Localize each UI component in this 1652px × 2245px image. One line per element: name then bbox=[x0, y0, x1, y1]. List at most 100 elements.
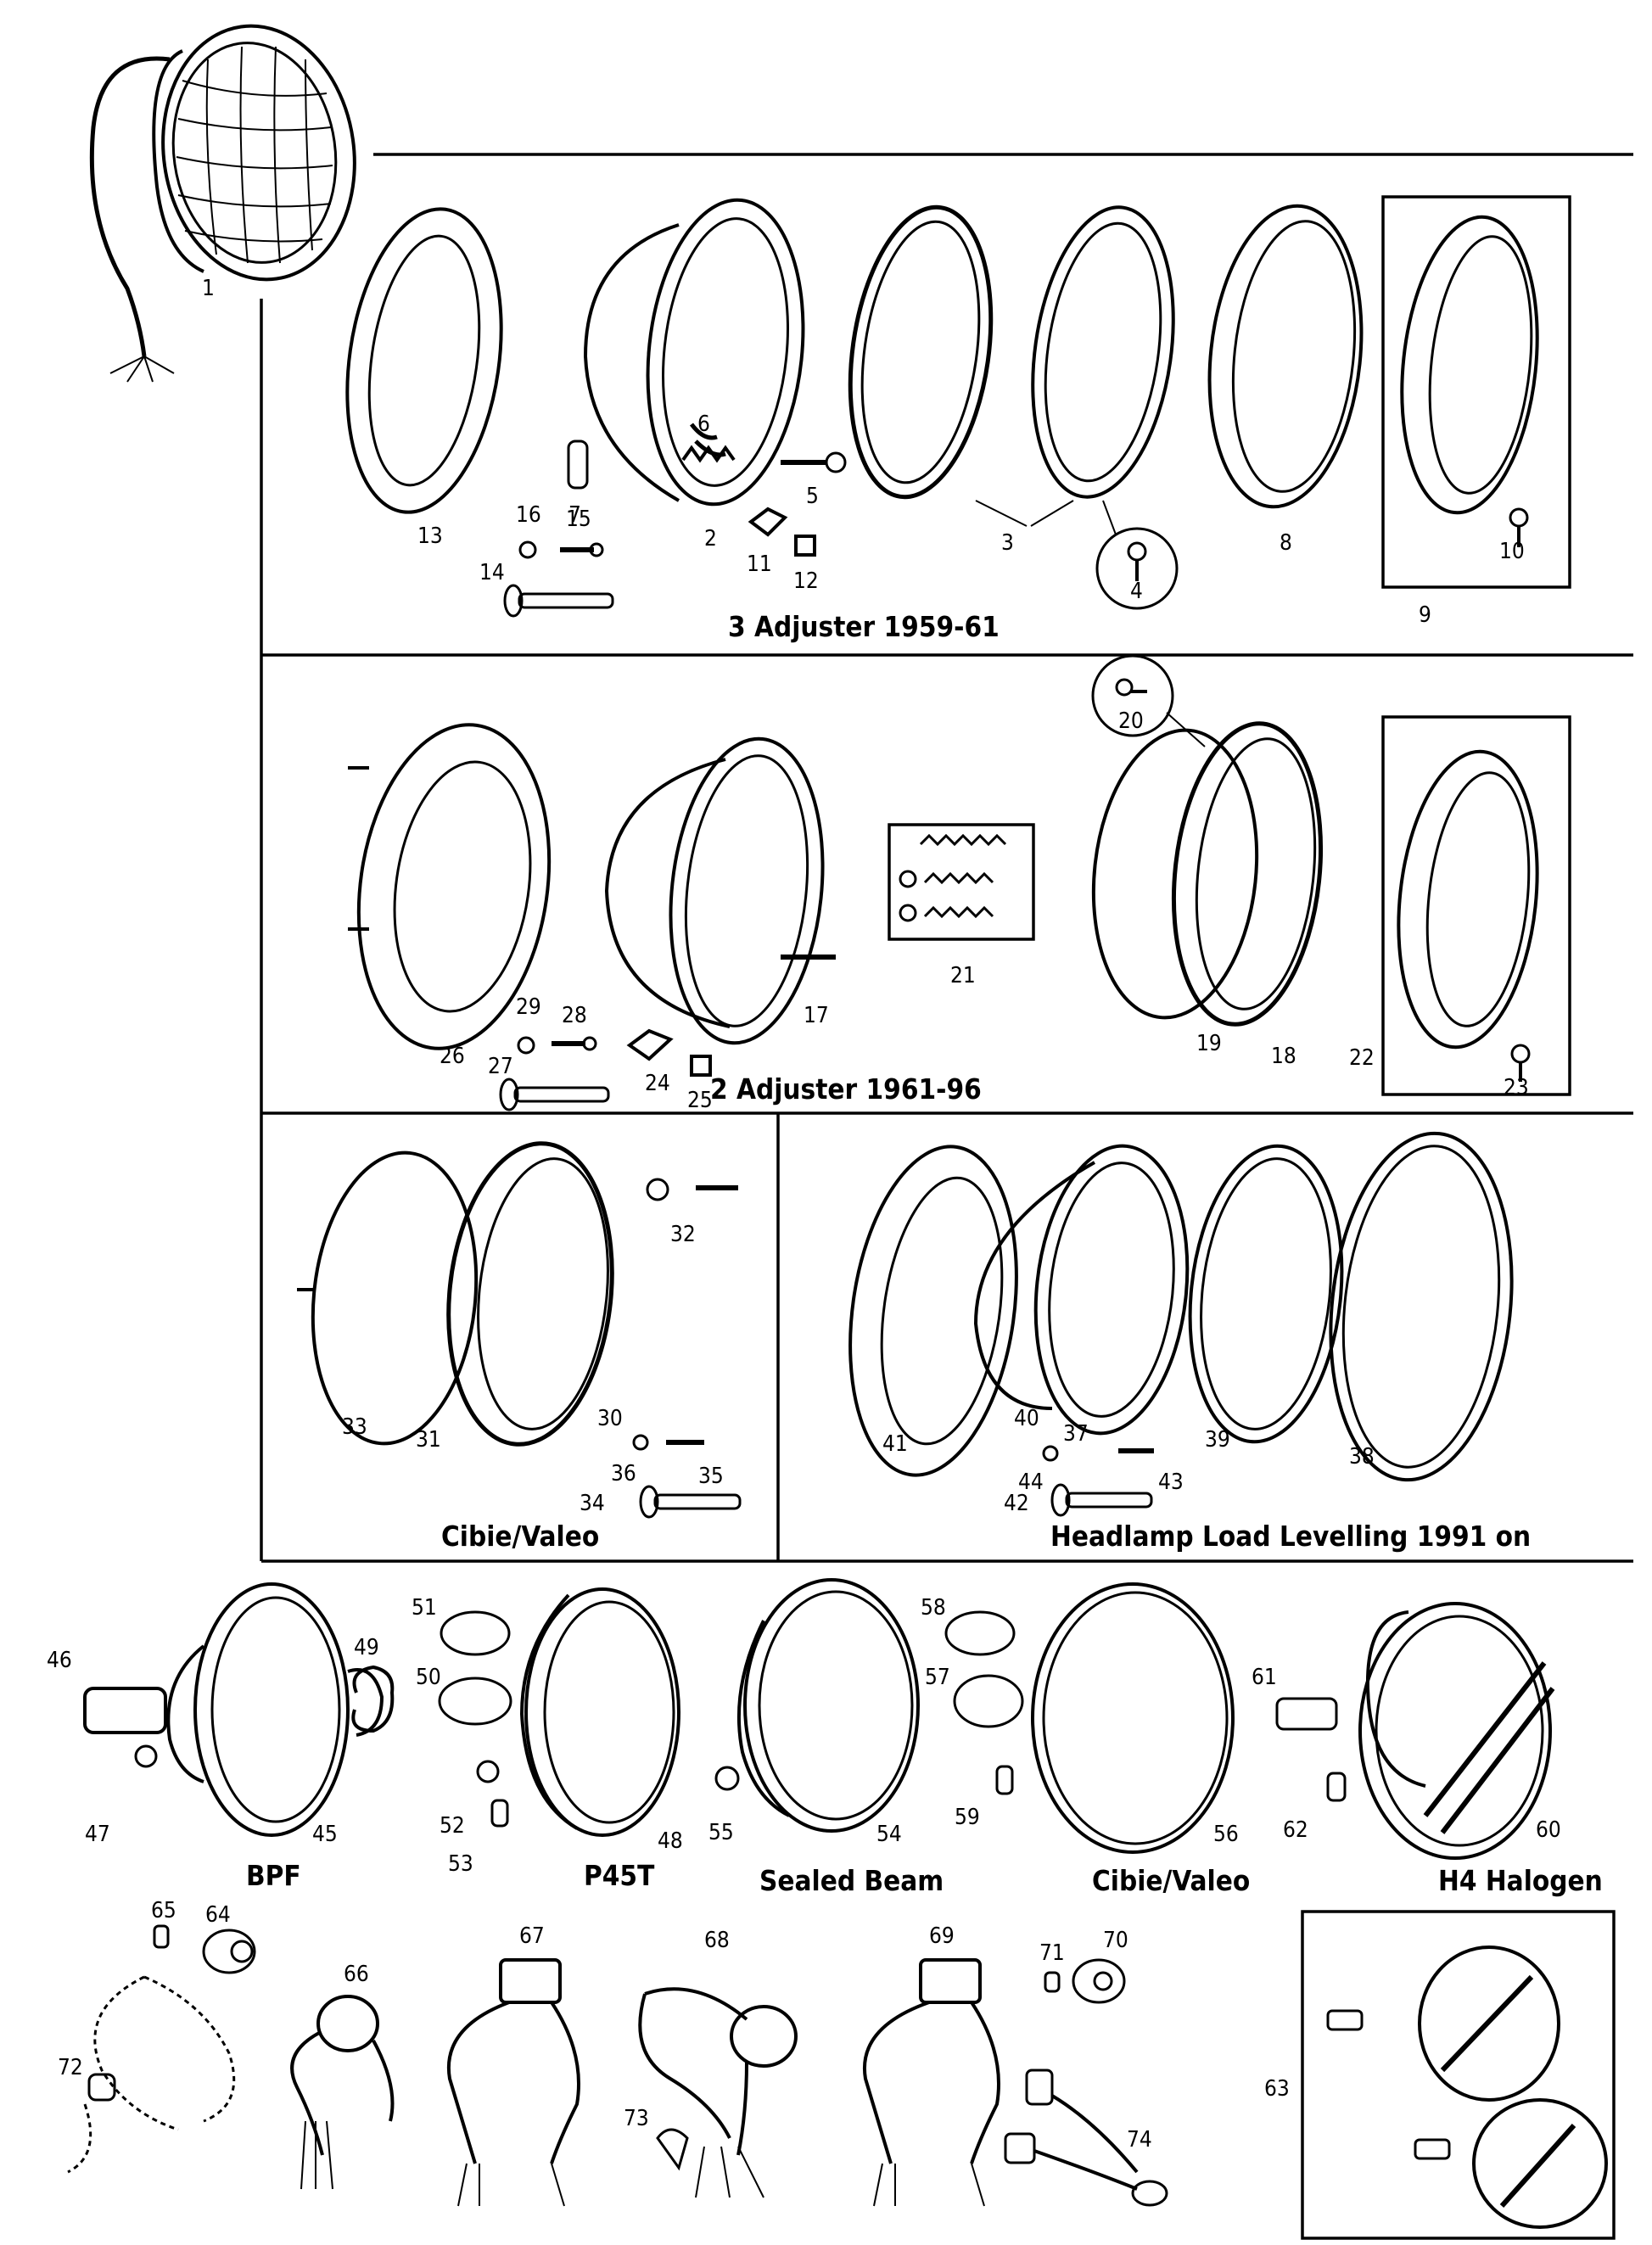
callout-35: 35 bbox=[698, 1464, 724, 1489]
harness-72-icon bbox=[67, 1975, 236, 2174]
rivet-14-icon bbox=[503, 584, 614, 618]
callout-55: 55 bbox=[708, 1820, 734, 1845]
callout-4: 4 bbox=[1130, 579, 1143, 604]
nut-12-icon bbox=[794, 535, 816, 557]
section-2-adjuster bbox=[348, 654, 1539, 1111]
nut-25-icon bbox=[690, 1055, 712, 1077]
gasket-26-icon bbox=[348, 723, 552, 1050]
callout-39: 39 bbox=[1205, 1427, 1230, 1453]
callout-9: 9 bbox=[1419, 602, 1431, 628]
callout-57: 57 bbox=[925, 1665, 950, 1690]
bulb-72-icon bbox=[87, 2073, 116, 2102]
gasket-13-icon bbox=[345, 207, 503, 514]
callout-37: 37 bbox=[1063, 1421, 1089, 1447]
callout-3: 3 bbox=[1001, 530, 1014, 556]
box-part-21 bbox=[888, 823, 1035, 941]
callout-74: 74 bbox=[1127, 2127, 1152, 2153]
bulb-holder-70-icon bbox=[1072, 1958, 1126, 2004]
callout-63: 63 bbox=[1264, 2076, 1290, 2102]
callout-51: 51 bbox=[412, 1595, 437, 1621]
washer-16-icon bbox=[518, 540, 537, 559]
callout-numbers: 1 2 3 4 5 6 7 8 9 10 11 12 13 14 15 16 1… bbox=[47, 276, 1561, 2153]
rim-8-icon bbox=[1207, 204, 1364, 509]
spring-6-icon bbox=[681, 445, 736, 463]
screw-4-icon bbox=[1095, 500, 1179, 610]
caption-p45t: P45T bbox=[584, 1859, 655, 1892]
callout-34: 34 bbox=[580, 1491, 605, 1516]
callout-11: 11 bbox=[747, 551, 772, 577]
callout-58: 58 bbox=[921, 1595, 946, 1621]
pin-7-icon bbox=[567, 439, 589, 490]
callout-25: 25 bbox=[687, 1088, 713, 1113]
callout-22: 22 bbox=[1349, 1045, 1375, 1071]
callout-36: 36 bbox=[611, 1461, 636, 1486]
caption-h4-halogen: H4 Halogen bbox=[1438, 1864, 1603, 1897]
caption-load-levelling: Headlamp Load Levelling 1991 on bbox=[1050, 1520, 1531, 1553]
screw-28-icon bbox=[552, 1036, 597, 1051]
box-63-contents-icon bbox=[1326, 1945, 1608, 2229]
screw-20-icon bbox=[1091, 654, 1206, 747]
callout-49: 49 bbox=[354, 1635, 379, 1660]
callout-8: 8 bbox=[1280, 530, 1292, 556]
callout-42: 42 bbox=[1004, 1491, 1029, 1516]
bulb-holder-65-icon bbox=[153, 1924, 170, 1949]
rim-22-icon bbox=[1397, 749, 1539, 1082]
callout-27: 27 bbox=[488, 1054, 513, 1079]
callout-47: 47 bbox=[85, 1822, 110, 1847]
caption-bpf: BPF bbox=[246, 1859, 301, 1892]
callout-2: 2 bbox=[704, 526, 717, 551]
callout-62: 62 bbox=[1283, 1817, 1308, 1843]
callout-16: 16 bbox=[516, 502, 541, 528]
light-unit-p45t-icon bbox=[438, 1587, 680, 1837]
light-unit-h4-halogen-icon bbox=[1275, 1602, 1555, 1860]
clip-24-icon bbox=[626, 1028, 674, 1061]
callout-10: 10 bbox=[1499, 539, 1525, 564]
callout-5: 5 bbox=[806, 484, 819, 509]
light-unit-sealed-beam-icon bbox=[714, 1578, 920, 1833]
box-part-22 bbox=[1381, 715, 1571, 1096]
callout-61: 61 bbox=[1252, 1665, 1277, 1690]
light-unit-bpf-icon bbox=[83, 1582, 384, 1837]
callout-45: 45 bbox=[312, 1822, 338, 1847]
callout-14: 14 bbox=[479, 560, 505, 585]
callout-31: 31 bbox=[416, 1427, 441, 1453]
callout-1: 1 bbox=[202, 276, 215, 301]
clip-11-icon bbox=[748, 507, 788, 537]
callout-54: 54 bbox=[876, 1822, 902, 1847]
callout-68: 68 bbox=[704, 1928, 730, 1953]
headlamp-assembly-icon bbox=[89, 24, 356, 383]
box-part-63 bbox=[1301, 1910, 1616, 2240]
washer-29-icon bbox=[517, 1036, 535, 1055]
callout-56: 56 bbox=[1213, 1822, 1239, 1847]
clip-49-icon bbox=[351, 1665, 395, 1733]
light-units-row bbox=[83, 1578, 1555, 1860]
harness-66-icon bbox=[290, 1995, 395, 2190]
caption-3-adjuster: 3 Adjuster 1959-61 bbox=[728, 610, 1000, 643]
shell-2-icon bbox=[583, 198, 805, 507]
screw-5-icon bbox=[781, 451, 847, 473]
shell-17-icon bbox=[604, 736, 836, 1045]
captions: 3 Adjuster 1959-61 2 Adjuster 1961-96 Ci… bbox=[246, 610, 1603, 1897]
callout-59: 59 bbox=[955, 1805, 980, 1830]
callout-73: 73 bbox=[624, 2106, 649, 2131]
section-cibie-valeo-unit bbox=[297, 1141, 742, 1519]
spring-kit-21-icon bbox=[899, 833, 1007, 922]
callout-19: 19 bbox=[1196, 1031, 1222, 1056]
caption-cibie-valeo-light: Cibie/Valeo bbox=[1092, 1864, 1250, 1897]
callout-50: 50 bbox=[416, 1665, 441, 1690]
callout-21: 21 bbox=[950, 963, 976, 988]
box-part-9 bbox=[1381, 195, 1571, 589]
bulb-71-icon bbox=[1044, 1971, 1061, 1993]
callout-38: 38 bbox=[1349, 1444, 1375, 1470]
callout-64: 64 bbox=[205, 1902, 231, 1928]
rivet-42-icon bbox=[1050, 1483, 1153, 1517]
callout-53: 53 bbox=[448, 1851, 473, 1877]
section-load-levelling bbox=[848, 1131, 1514, 1517]
callout-67: 67 bbox=[519, 1923, 545, 1949]
callout-40: 40 bbox=[1014, 1406, 1039, 1431]
harness-row bbox=[67, 1924, 1608, 2229]
section-frame bbox=[260, 153, 1633, 2240]
caption-sealed-beam: Sealed Beam bbox=[759, 1864, 944, 1897]
callout-69: 69 bbox=[929, 1923, 955, 1949]
